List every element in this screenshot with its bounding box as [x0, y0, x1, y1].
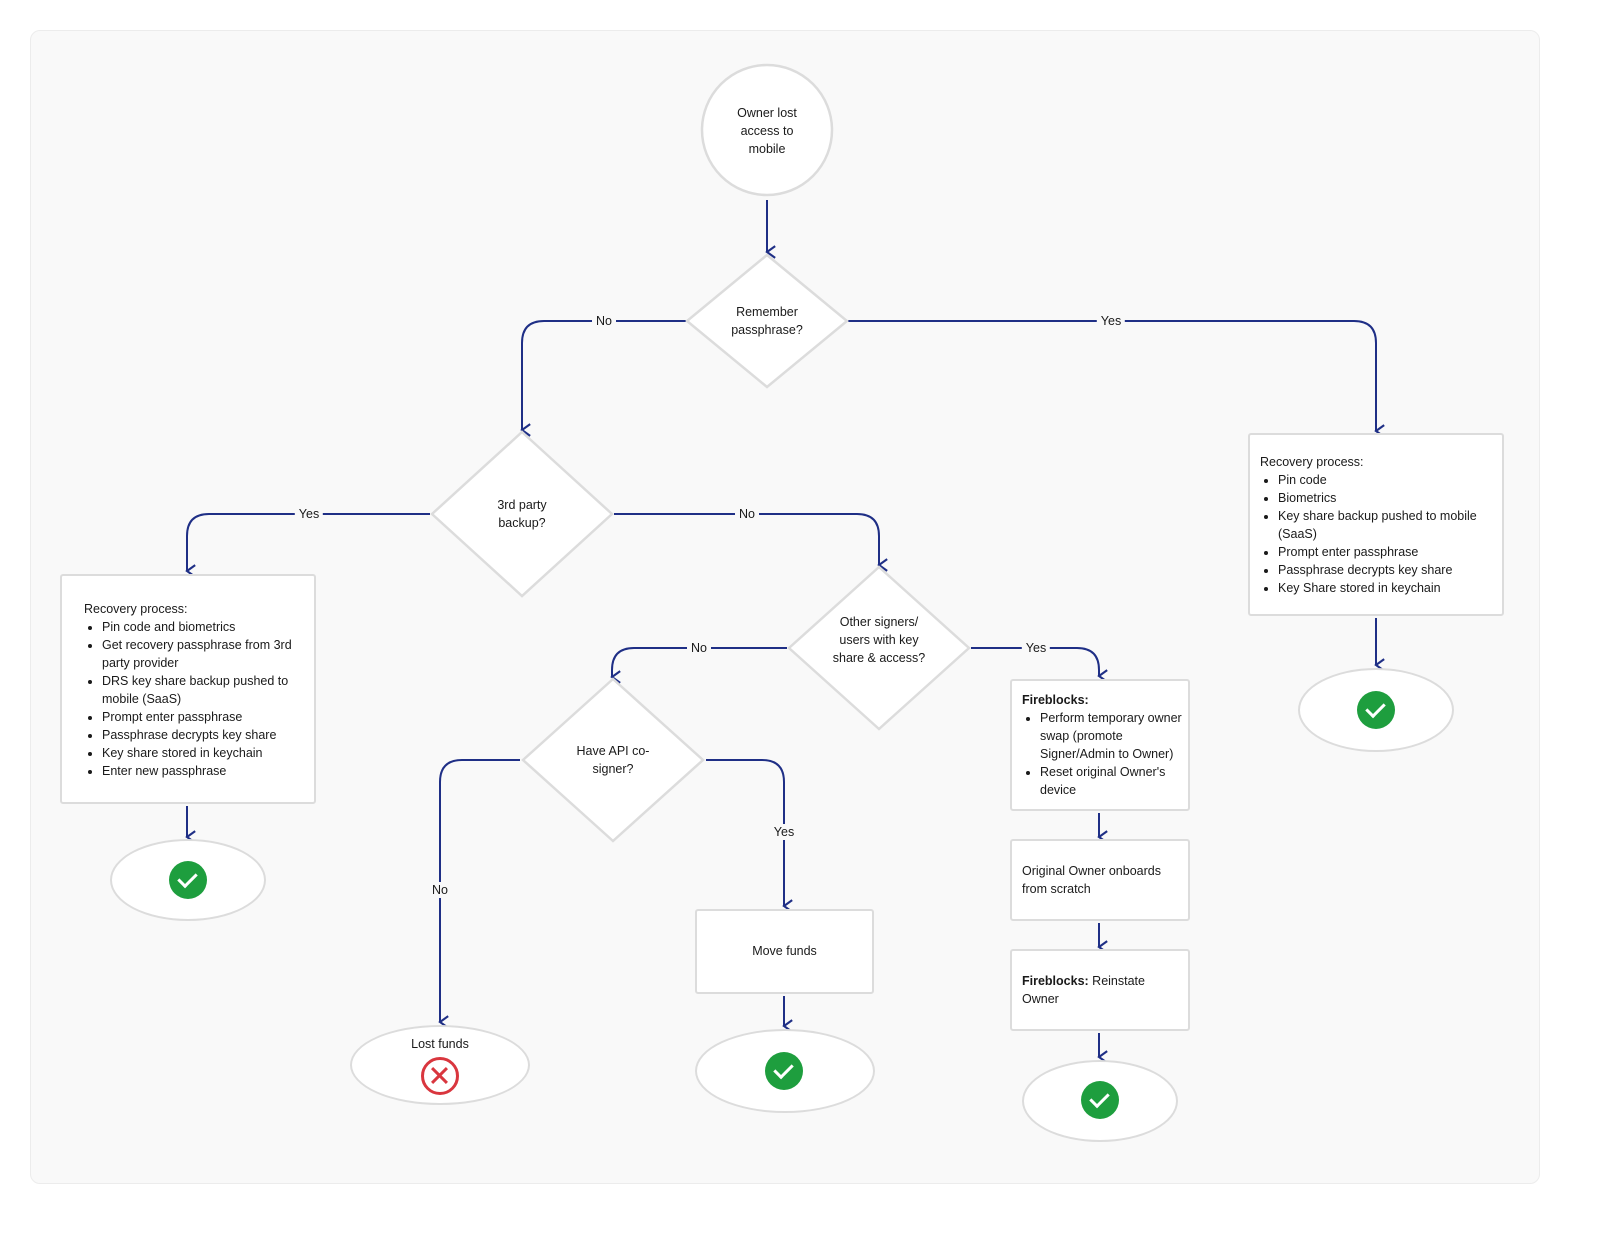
list-item: Pin code and biometrics [102, 618, 304, 636]
decision-remember [685, 253, 849, 389]
edge-label-backup-no: No [735, 506, 759, 522]
recovery-right-content: Recovery process: Pin code Biometrics Ke… [1260, 453, 1496, 597]
recovery-left-title: Recovery process: [84, 602, 188, 616]
recovery-left-box [60, 574, 316, 804]
recovery-right-title: Recovery process: [1260, 455, 1364, 469]
start-label: Owner lost access to mobile [737, 106, 797, 156]
edge-api-yes [706, 759, 793, 913]
list-item: Key Share stored in keychain [1278, 579, 1496, 597]
edge-signers-yes [971, 647, 1108, 683]
list-item: Get recovery passphrase from 3rd party p… [102, 636, 304, 672]
edge-label-remember-yes: Yes [1096, 313, 1126, 329]
edge-label-signers-no: No [687, 640, 711, 656]
fireblocks-swap-content: Fireblocks: Perform temporary owner swap… [1022, 691, 1186, 799]
reinstate-rest: Reinstate Owner [1022, 974, 1145, 1006]
edge-label-signers-yes: Yes [1021, 640, 1051, 656]
x-circle-icon [421, 1057, 459, 1095]
decision-signers-label: Other signers/ users with key share & ac… [832, 615, 926, 665]
fireblocks-swap-list: Perform temporary owner swap (promote Si… [1022, 709, 1186, 799]
edge-remember-no [520, 320, 686, 437]
edge-signers-no [610, 647, 787, 684]
onboard-label: Original Owner onboards from scratch [1022, 864, 1161, 896]
list-item: Biometrics [1278, 489, 1496, 507]
reinstate-bold: Fireblocks: [1022, 974, 1089, 988]
decision-remember-label: Remember passphrase? [731, 305, 803, 337]
recovery-left-list: Pin code and biometrics Get recovery pas… [84, 618, 304, 780]
edge-remember-yes [848, 320, 1385, 438]
check-circle-icon [169, 861, 207, 899]
edge-backup-yes [185, 513, 430, 578]
list-item: DRS key share backup pushed to mobile (S… [102, 672, 304, 708]
fireblocks-swap-box [1010, 679, 1190, 811]
decision-signers [787, 565, 971, 731]
decision-api [521, 677, 705, 843]
reinstate-label: Fireblocks: Reinstate Owner [1022, 972, 1172, 1008]
list-item: Pin code [1278, 471, 1496, 489]
check-circle-icon [1081, 1081, 1119, 1119]
edge-label-api-yes: Yes [769, 824, 799, 840]
move-funds-label: Move funds [752, 944, 817, 958]
lost-funds-label: Lost funds [411, 1037, 469, 1051]
recovery-right-box [1248, 433, 1504, 616]
decision-api-label: Have API co-signer? [576, 744, 650, 776]
edge-label-remember-no: No [592, 313, 616, 329]
edge-backup-no [614, 513, 888, 572]
list-item: Passphrase decrypts key share [102, 726, 304, 744]
list-item: Prompt enter passphrase [102, 708, 304, 726]
edge-api-no [438, 759, 520, 1029]
recovery-right-list: Pin code Biometrics Key share backup pus… [1260, 471, 1496, 597]
decision-backup-label: 3rd party backup? [497, 498, 547, 530]
list-item: Key share stored in keychain [102, 744, 304, 762]
list-item: Passphrase decrypts key share [1278, 561, 1496, 579]
list-item: Key share backup pushed to mobile (SaaS) [1278, 507, 1496, 543]
start-node [700, 63, 834, 197]
list-item: Perform temporary owner swap (promote Si… [1040, 709, 1186, 763]
edge-label-api-no: No [428, 882, 452, 898]
list-item: Enter new passphrase [102, 762, 304, 780]
decision-backup [430, 430, 614, 598]
onboard-box [1010, 839, 1190, 921]
fireblocks-swap-title: Fireblocks: [1022, 693, 1089, 707]
move-funds-box [695, 909, 874, 994]
reinstate-box [1010, 949, 1190, 1031]
recovery-left-content: Recovery process: Pin code and biometric… [84, 600, 304, 780]
list-item: Reset original Owner's device [1040, 763, 1186, 799]
edge-label-backup-yes: Yes [294, 506, 324, 522]
list-item: Prompt enter passphrase [1278, 543, 1496, 561]
check-circle-icon [765, 1052, 803, 1090]
check-circle-icon [1357, 691, 1395, 729]
